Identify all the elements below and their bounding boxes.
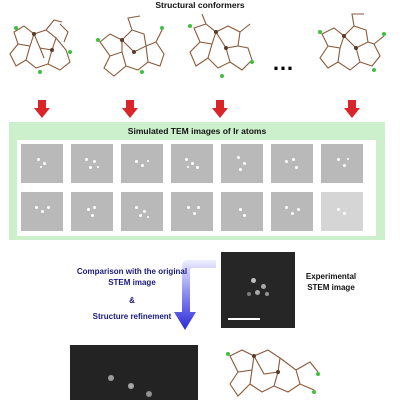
scale-bar bbox=[228, 318, 260, 320]
ellipsis: … bbox=[272, 50, 296, 75]
conformer-molecule-3 bbox=[188, 13, 254, 78]
tem-image-tile bbox=[71, 192, 113, 231]
tem-image-tile bbox=[21, 192, 63, 231]
conformer-molecule-2 bbox=[96, 15, 165, 77]
refinement-text: Structure refinement bbox=[92, 312, 172, 321]
down-arrow-red-3 bbox=[212, 100, 228, 118]
experimental-stem-label: Experimental STEM image bbox=[305, 272, 357, 292]
conformer-molecule-1 bbox=[9, 19, 72, 74]
tem-image-tile bbox=[71, 144, 113, 183]
ampersand-text: & bbox=[129, 296, 135, 305]
simulated-tem-panel: Simulated TEM images of Ir atoms bbox=[9, 122, 385, 240]
tem-image-tile bbox=[21, 144, 63, 183]
conformers-title: Structural conformers bbox=[155, 0, 245, 10]
down-arrow-red-1 bbox=[34, 100, 50, 118]
tem-image-tile bbox=[221, 192, 263, 231]
down-arrow-blue bbox=[174, 260, 216, 330]
tem-image-tile bbox=[271, 192, 313, 231]
tem-image-tile bbox=[321, 144, 363, 183]
tem-image-tile bbox=[171, 192, 213, 231]
down-arrow-red-4 bbox=[344, 100, 360, 118]
stem-image-detail bbox=[70, 345, 198, 400]
experimental-stem-image bbox=[221, 252, 295, 328]
down-arrow-red-2 bbox=[122, 100, 138, 118]
tem-image-tile bbox=[221, 144, 263, 183]
tem-image-tile bbox=[321, 192, 363, 231]
comparison-text: Comparison with the original STEM image bbox=[76, 267, 188, 287]
simulated-tem-title: Simulated TEM images of Ir atoms bbox=[127, 126, 267, 136]
conformer-molecule-4 bbox=[318, 13, 386, 72]
tem-image-tile bbox=[121, 144, 163, 183]
refined-structure-molecule bbox=[226, 349, 320, 397]
tem-image-tile bbox=[271, 144, 313, 183]
tem-image-tile bbox=[171, 144, 213, 183]
tem-image-tile bbox=[121, 192, 163, 231]
tem-image-grid bbox=[17, 140, 376, 236]
